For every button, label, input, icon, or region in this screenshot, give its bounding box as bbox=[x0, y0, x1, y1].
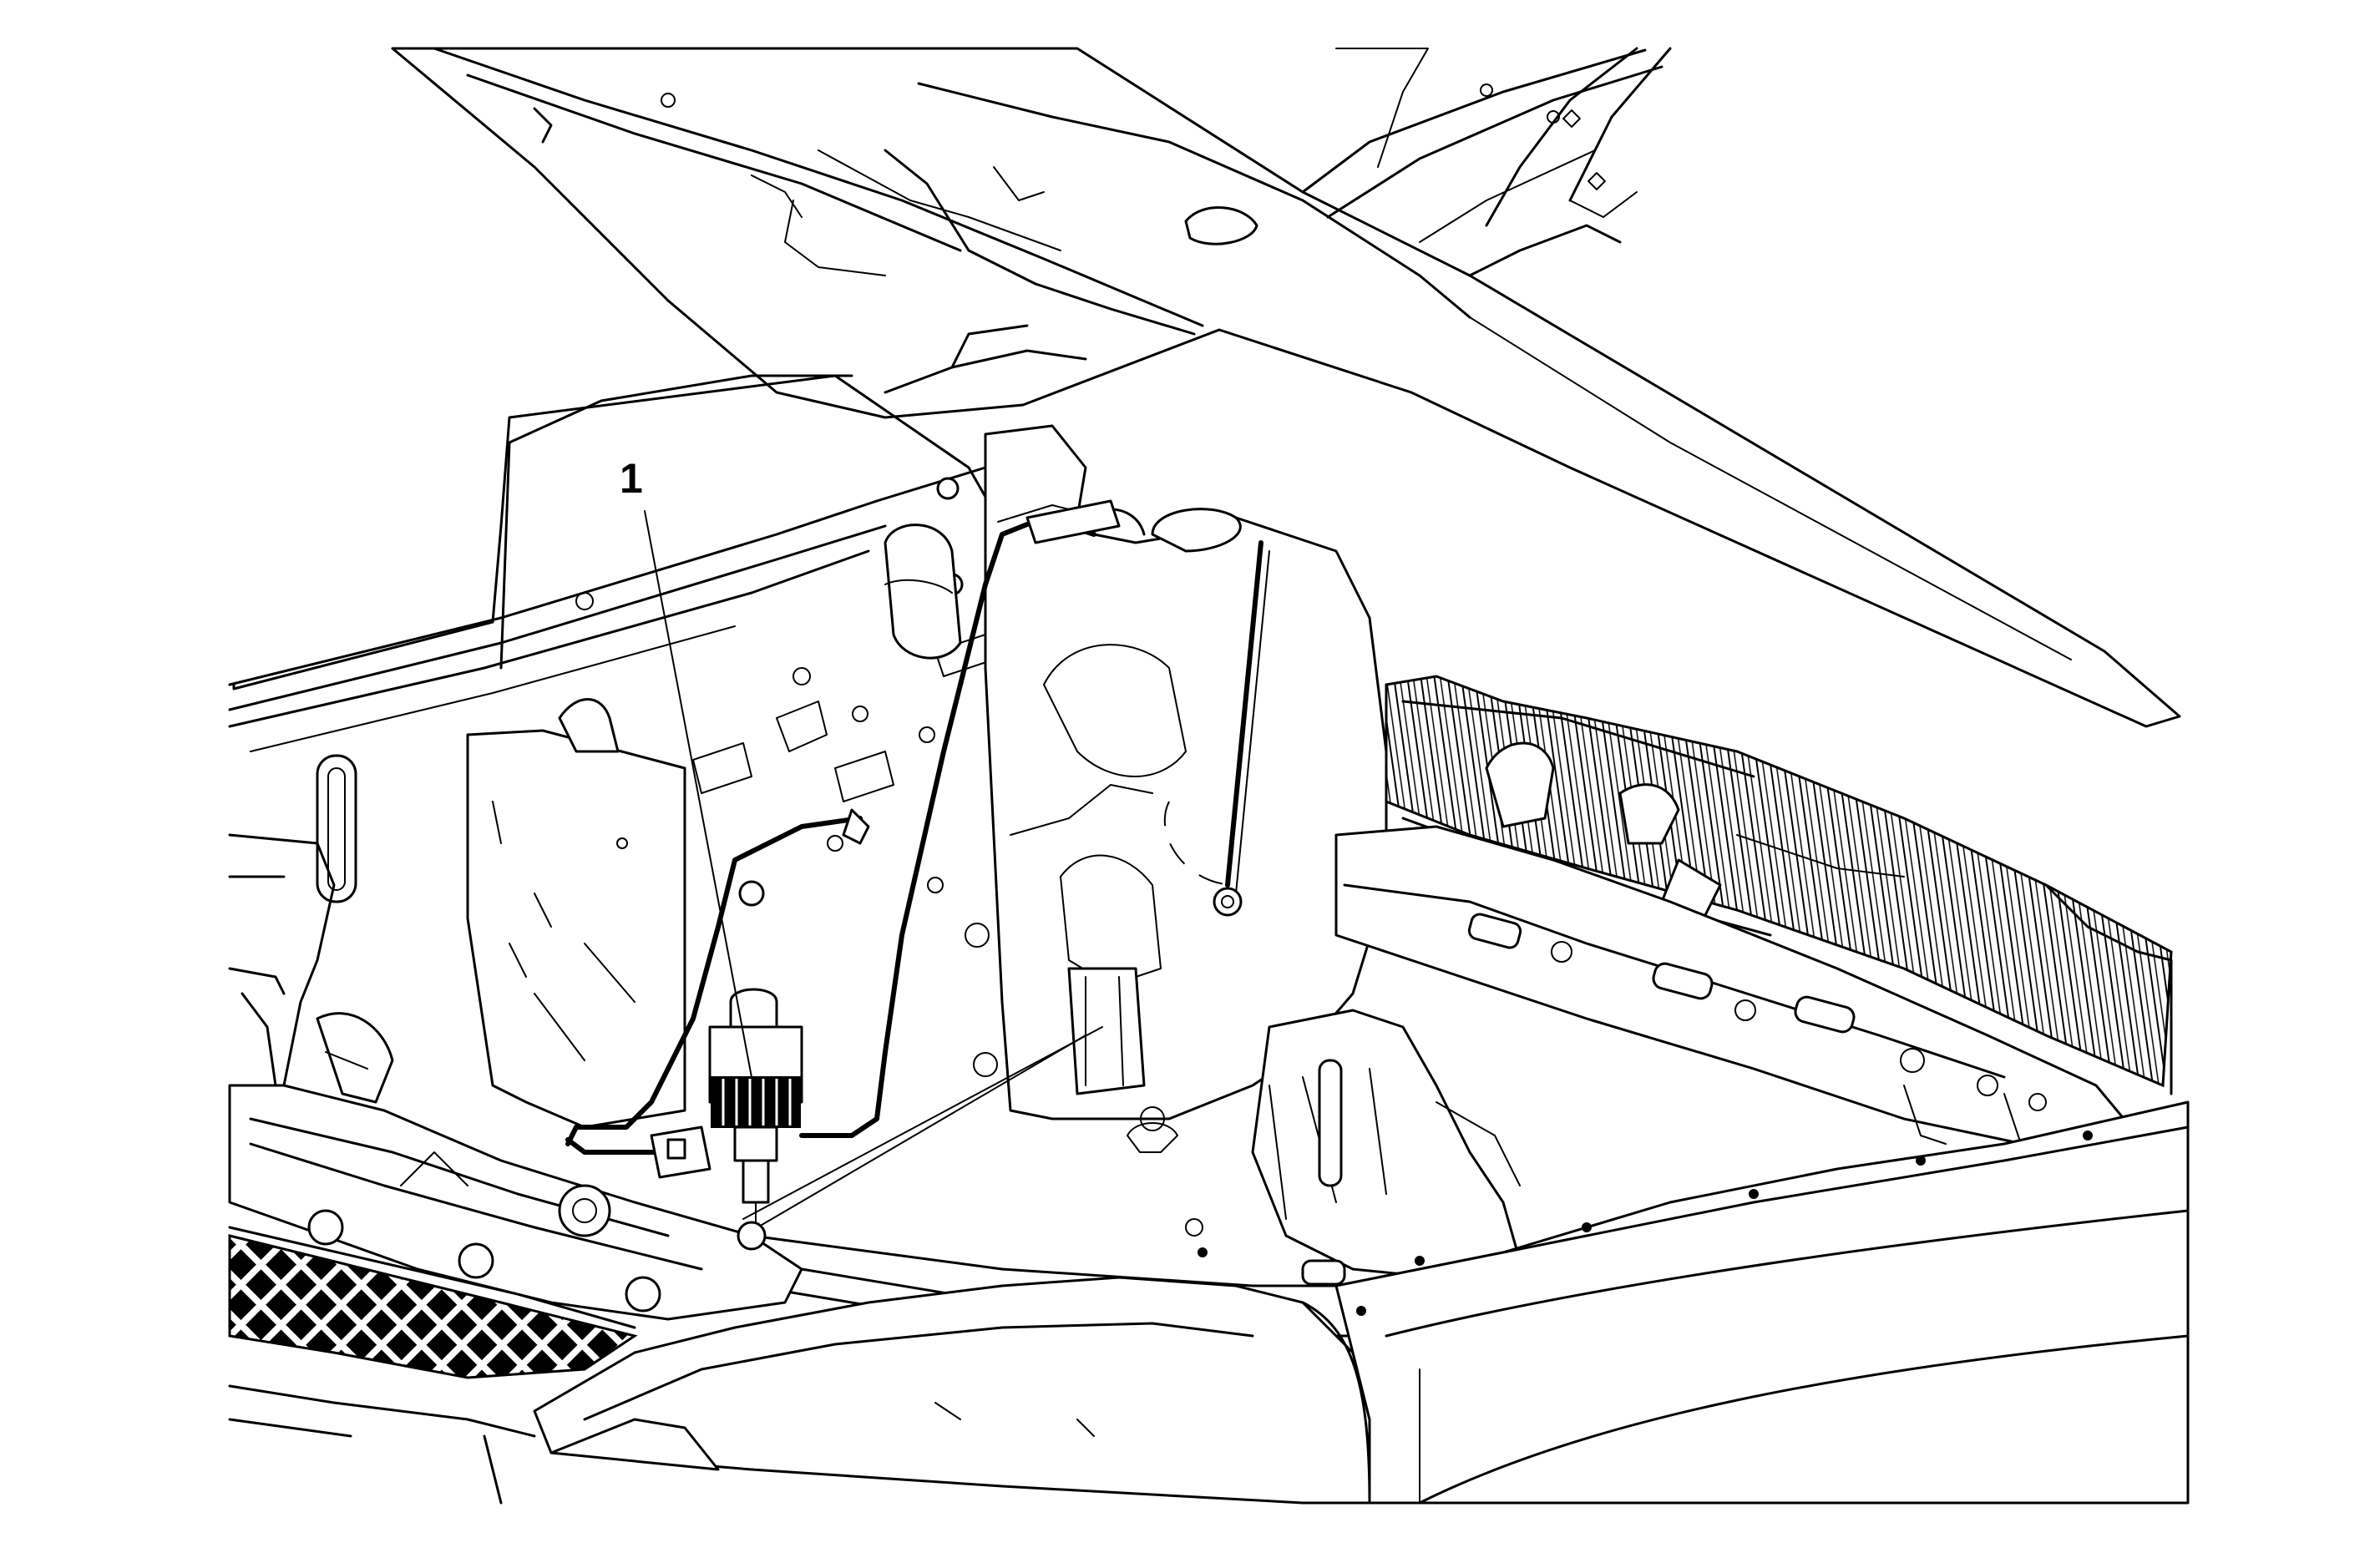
left-inner-fender bbox=[228, 833, 394, 1104]
washer-pump bbox=[650, 988, 803, 1228]
radiator-top bbox=[228, 1084, 803, 1321]
upper-radiator-support bbox=[228, 466, 987, 752]
right-fender bbox=[1485, 47, 1672, 227]
front-fender bbox=[1334, 1126, 2190, 1505]
coolant-reservoir bbox=[965, 424, 1388, 1153]
strut-tower bbox=[1140, 1009, 1522, 1279]
left-shroud bbox=[466, 698, 686, 1129]
washer-hose bbox=[565, 499, 1121, 1155]
bumper bbox=[228, 1384, 536, 1505]
callout-label-1: 1 bbox=[620, 455, 643, 502]
headlamp bbox=[533, 1276, 1371, 1505]
cowl-bracket bbox=[1334, 825, 2139, 1154]
callout-leaders bbox=[644, 510, 1103, 1237]
